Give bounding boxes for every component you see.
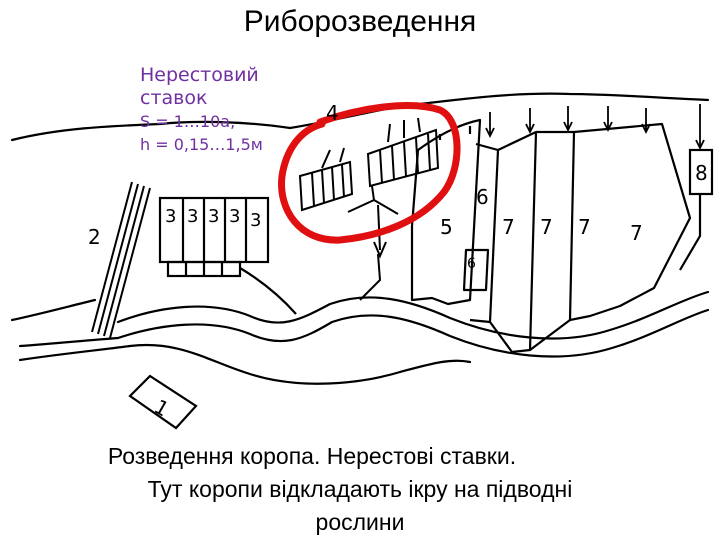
dam bbox=[91, 181, 151, 339]
fish-farm-scheme: 2 3 3 3 3 3 4 5 6 6 7 7 7 7 8 1 bbox=[10, 92, 714, 430]
river-left-lower-2 bbox=[18, 336, 120, 348]
pond-8 bbox=[679, 148, 714, 271]
label-7c: 7 bbox=[578, 215, 591, 239]
note-line-2: ставок bbox=[140, 87, 208, 109]
label-3d: 3 bbox=[229, 206, 240, 227]
label-2: 2 bbox=[88, 225, 101, 249]
spawning-ponds-4 bbox=[298, 117, 440, 301]
ponds-5-6-7 bbox=[410, 118, 692, 354]
supply-arrows bbox=[485, 104, 705, 151]
label-3c: 3 bbox=[208, 206, 219, 227]
river-upper-bank bbox=[116, 290, 710, 340]
facility-1 bbox=[128, 374, 198, 430]
label-5: 5 bbox=[440, 215, 453, 239]
caption-line-1: Розведення коропа. Нерестові ставки. bbox=[107, 443, 517, 469]
label-6a: 6 bbox=[476, 185, 489, 209]
label-1: 1 bbox=[150, 394, 173, 421]
label-7d: 7 bbox=[630, 221, 643, 245]
note-line-4: h = 0,15…1,5м bbox=[140, 135, 263, 154]
label-6b: 6 bbox=[467, 256, 476, 272]
slide-caption: Розведення коропа. Нерестові ставки. Тут… bbox=[0, 440, 720, 539]
label-3e: 3 bbox=[250, 210, 261, 231]
label-4: 4 bbox=[326, 101, 339, 125]
note-line-1: Нерестовий bbox=[140, 64, 259, 86]
shoreline-lower bbox=[10, 298, 97, 322]
river-lower-bank bbox=[116, 308, 710, 358]
highlight-ellipse bbox=[278, 102, 461, 244]
river-left-lower bbox=[18, 343, 472, 385]
label-8: 8 bbox=[695, 161, 708, 185]
note-line-3: S = 1…10а, bbox=[140, 112, 236, 131]
slide-title: Риборозведення bbox=[243, 5, 477, 38]
label-3b: 3 bbox=[187, 206, 198, 227]
caption-line-3: рослини bbox=[315, 509, 405, 535]
shoreline-upper bbox=[10, 92, 710, 142]
label-7a: 7 bbox=[502, 215, 515, 239]
label-3a: 3 bbox=[165, 206, 176, 227]
label-7b: 7 bbox=[540, 215, 553, 239]
caption-line-2: Тут коропи відкладають ікру на підводні bbox=[147, 476, 573, 502]
spawning-pond-note: Нерестовий ставок S = 1…10а, h = 0,15…1,… bbox=[140, 64, 263, 156]
ponds-3 bbox=[158, 196, 297, 315]
